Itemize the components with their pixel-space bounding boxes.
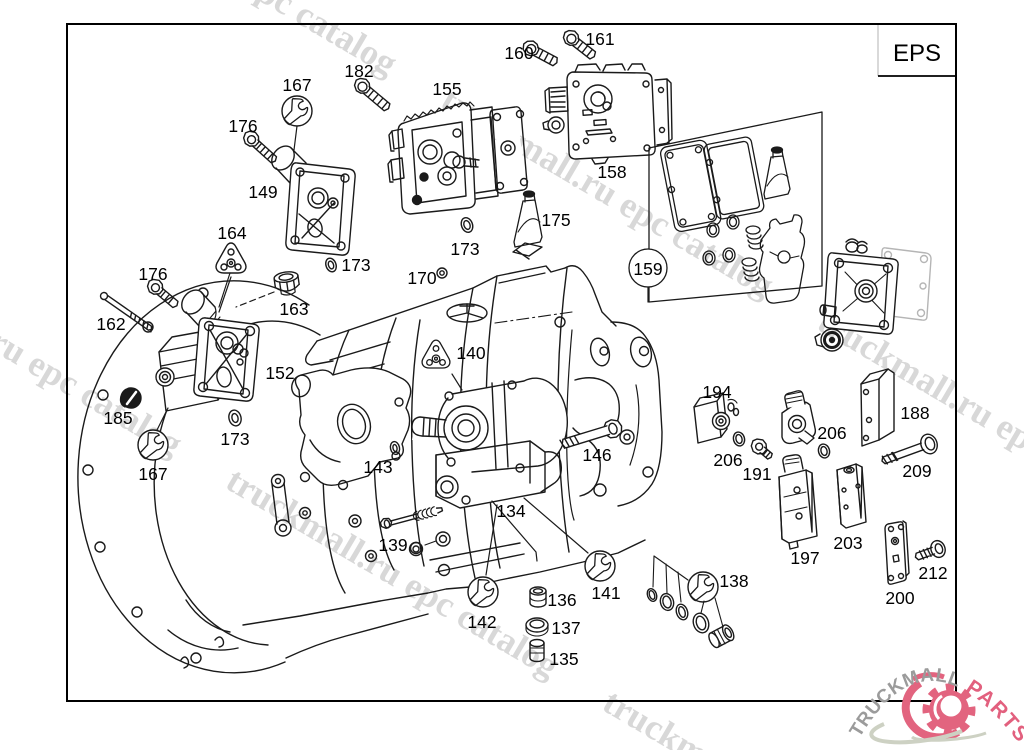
svg-text:175: 175: [541, 210, 570, 230]
svg-text:160: 160: [504, 43, 533, 63]
svg-text:167: 167: [282, 75, 311, 95]
svg-text:176: 176: [138, 264, 167, 284]
svg-text:206: 206: [713, 450, 742, 470]
svg-text:137: 137: [551, 618, 580, 638]
svg-text:159: 159: [633, 259, 662, 279]
svg-text:136: 136: [547, 590, 576, 610]
svg-text:149: 149: [248, 182, 277, 202]
svg-text:155: 155: [432, 79, 461, 99]
svg-text:182: 182: [344, 61, 373, 81]
svg-text:191: 191: [742, 464, 771, 484]
svg-text:212: 212: [918, 563, 947, 583]
svg-text:164: 164: [217, 223, 246, 243]
svg-text:188: 188: [900, 403, 929, 423]
svg-text:161: 161: [585, 29, 614, 49]
svg-text:162: 162: [96, 314, 125, 334]
svg-text:163: 163: [279, 299, 308, 319]
svg-text:173: 173: [450, 239, 479, 259]
svg-text:134: 134: [496, 501, 525, 521]
svg-text:142: 142: [467, 612, 496, 632]
svg-text:173: 173: [220, 429, 249, 449]
svg-text:140: 140: [456, 343, 485, 363]
svg-text:139: 139: [378, 535, 407, 555]
svg-text:209: 209: [902, 461, 931, 481]
svg-text:194: 194: [702, 382, 731, 402]
svg-text:167: 167: [138, 464, 167, 484]
svg-text:206: 206: [817, 423, 846, 443]
svg-text:185: 185: [103, 408, 132, 428]
svg-text:176: 176: [228, 116, 257, 136]
svg-text:197: 197: [790, 548, 819, 568]
svg-text:143: 143: [363, 457, 392, 477]
svg-text:203: 203: [833, 533, 862, 553]
svg-text:152: 152: [265, 363, 294, 383]
svg-text:135: 135: [549, 649, 578, 669]
svg-text:170: 170: [407, 268, 436, 288]
svg-text:158: 158: [597, 162, 626, 182]
svg-text:EPS: EPS: [893, 40, 941, 67]
svg-text:173: 173: [341, 255, 370, 275]
svg-text:200: 200: [885, 588, 914, 608]
svg-text:141: 141: [591, 583, 620, 603]
svg-text:146: 146: [582, 445, 611, 465]
svg-text:138: 138: [719, 571, 748, 591]
